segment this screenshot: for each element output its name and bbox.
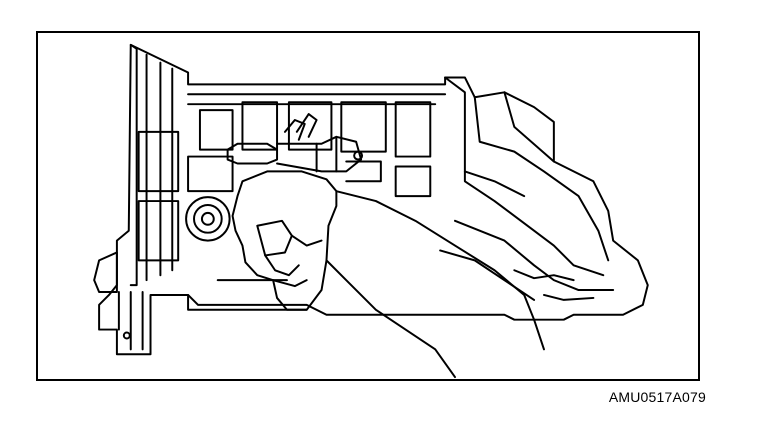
illustration-frame — [36, 31, 700, 381]
figure-code: AMU0517A079 — [608, 389, 706, 405]
engine-block-illustration — [93, 43, 649, 379]
hand — [231, 170, 545, 379]
plug-tool — [226, 113, 364, 173]
